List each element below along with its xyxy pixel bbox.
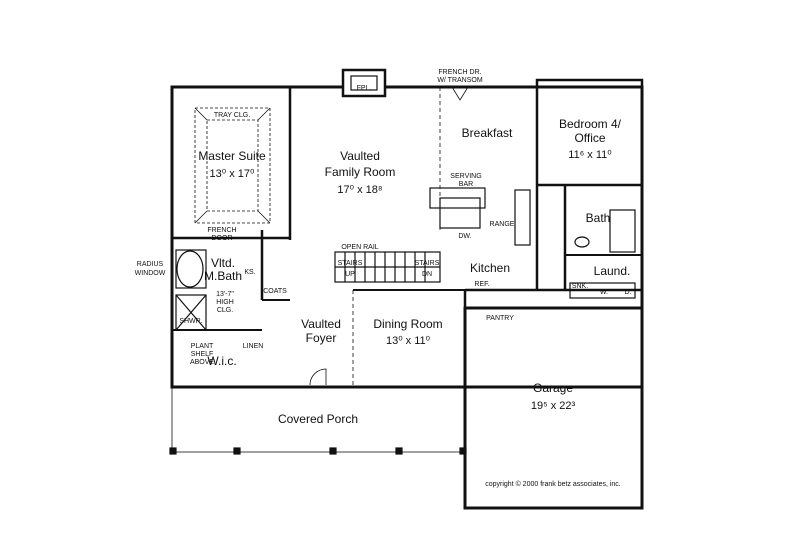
plant-shelf-label-1: PLANT — [191, 343, 214, 350]
master-suite-dimensions: 13⁰ x 17⁰ — [210, 168, 255, 180]
dishwasher-label: DW. — [458, 233, 471, 240]
high-ceiling-label-1: 13'-7" — [216, 291, 234, 298]
pantry-label: PANTRY — [486, 315, 514, 322]
shower-label: SHWR. — [179, 318, 202, 325]
dining-room-dimensions: 13⁰ x 11⁰ — [386, 335, 431, 347]
stairs-down-label-2: DN — [422, 271, 432, 278]
serving-bar-label-1: SERVING — [450, 173, 481, 180]
bedroom4-label-1: Bedroom 4/ — [559, 117, 622, 131]
family-room-label-2: Family Room — [325, 165, 396, 179]
walls — [169, 68, 644, 510]
foyer-label-1: Vaulted — [301, 317, 341, 331]
coats-label: COATS — [263, 288, 287, 295]
foyer-label-2: Foyer — [306, 331, 337, 345]
dryer-label: D. — [625, 289, 632, 296]
tray-ceiling-label: TRAY CLG. — [214, 112, 250, 119]
french-door-label-2: W/ TRANSOM — [437, 77, 483, 84]
dining-room-label: Dining Room — [373, 317, 442, 331]
breakfast-label: Breakfast — [462, 126, 513, 140]
bedroom4-label-2: Office — [574, 131, 605, 145]
radius-window-label-1: RADIUS — [137, 261, 164, 268]
french-door-master-label-1: FRENCH — [207, 227, 236, 234]
family-room-label-1: Vaulted — [340, 149, 380, 163]
laundry-label: Laund. — [594, 264, 631, 278]
stairs-up-label-1: STAIRS — [338, 260, 363, 267]
master-bath-label-1: Vltd. — [211, 256, 235, 270]
sink-label: SNK. — [572, 283, 588, 290]
bedroom4-dimensions: 11⁶ x 11⁰ — [568, 149, 612, 161]
range-label: RANGE — [490, 221, 515, 228]
open-rail-label: OPEN RAIL — [341, 244, 378, 251]
radius-window-label-2: WINDOW — [135, 270, 166, 277]
bath-label: Bath — [586, 211, 611, 225]
copyright-text: copyright © 2000 frank betz associates, … — [485, 480, 621, 488]
garage-dimensions: 19⁵ x 22³ — [531, 400, 576, 412]
washer-label: W. — [600, 289, 608, 296]
high-ceiling-label-2: HIGH — [216, 299, 234, 306]
linen-label: LINEN — [243, 343, 264, 350]
refrigerator-label: REF. — [474, 281, 489, 288]
fireplace-label: FPL. — [357, 85, 372, 92]
stairs-up-label-2: UP — [345, 271, 355, 278]
family-room-dimensions: 17⁰ x 18⁸ — [337, 184, 382, 196]
kitchen-label: Kitchen — [470, 261, 510, 275]
serving-bar-label-2: BAR — [459, 181, 473, 188]
french-door-label-1: FRENCH DR. — [438, 69, 481, 76]
garage-label: Garage — [533, 381, 573, 395]
plant-shelf-label-2: SHELF — [191, 351, 214, 358]
french-door-master-label-2: DOOR — [212, 235, 233, 242]
covered-porch-label: Covered Porch — [278, 412, 358, 426]
ks-label: KS. — [244, 269, 255, 276]
master-suite-label: Master Suite — [198, 149, 266, 163]
stairs-down-label-1: STAIRS — [415, 260, 440, 267]
high-ceiling-label-3: CLG. — [217, 307, 233, 314]
wic-label: W.i.c. — [207, 354, 236, 368]
master-bath-label-2: M.Bath — [204, 269, 242, 283]
plant-shelf-label-3: ABOVE — [190, 359, 214, 366]
